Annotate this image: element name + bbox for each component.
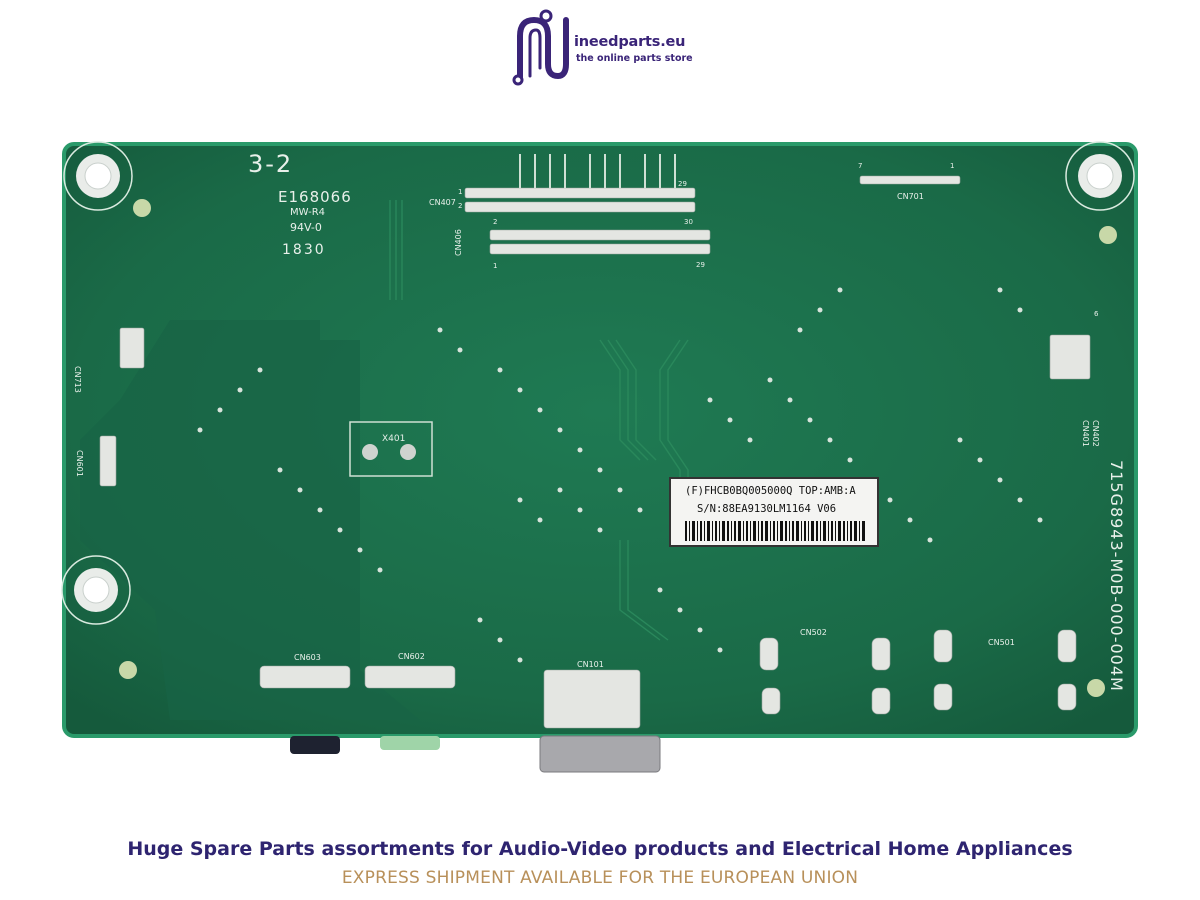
cn101-label: CN101 [577,660,604,669]
cert-code: E168066 [278,188,352,206]
cn406-pin-2: 2 [493,218,498,226]
x401-label: X401 [382,434,406,444]
cn601-label: CN601 [75,450,84,477]
material-code: MW-R4 [290,207,326,218]
sticker-line-2: S/N:88EA9130LM1164 V06 [697,503,837,515]
mounting-hole [61,555,131,625]
cn603-label: CN603 [294,653,321,662]
serial-sticker: (F)FHCB0BQ005000Q TOP:AMB:A S/N:88EA9130… [669,477,879,547]
pcb-board-image: 3-2 E168066 MW-R4 94V-0 1830 CN407 1 2 2… [60,140,1140,780]
flame-rating: 94V-0 [290,221,322,234]
pcb-board-graphic [61,141,1138,773]
cn701-pin-7: 7 [858,162,863,170]
cn407-pin-29: 29 [678,180,687,188]
barcode [685,521,865,541]
cn407-pin-1: 1 [458,188,463,196]
cn502-label: CN502 [800,628,827,637]
cn406-pin-29: 29 [696,261,705,269]
cn602-label: CN602 [398,652,425,661]
board-part-number: 715G8943-M0B-000-004M [1107,460,1126,692]
cn407-pin-2: 2 [458,202,463,210]
mounting-hole [1065,141,1135,211]
cn402-pin-6: 6 [1094,310,1099,318]
cn501-label: CN501 [988,638,1015,647]
cn701-pin-1: 1 [950,162,955,170]
cn701-label: CN701 [897,192,924,201]
date-code: 1830 [282,242,326,258]
cn401-label: CN401 [1081,420,1090,447]
cn406-pin-30: 30 [684,218,693,226]
circle-marks: 3-2 [248,150,294,178]
footer-subline: EXPRESS SHIPMENT AVAILABLE FOR THE EUROP… [341,868,859,888]
brand-tagline: the online parts store [576,53,693,64]
brand-logo-icon [512,9,569,86]
cn406-label: CN406 [454,229,463,256]
sticker-line-1: (F)FHCB0BQ005000Q TOP:AMB:A [685,485,856,497]
cn713-label: CN713 [73,366,82,393]
cn406-pin-1: 1 [493,262,498,270]
cn402-label: CN402 [1091,420,1100,447]
mounting-hole [63,141,133,211]
brand-name: ineedparts.eu [574,34,686,50]
footer-headline: Huge Spare Parts assortments for Audio-V… [127,838,1073,860]
cn407-label: CN407 [429,198,456,207]
brand-logo: ineedparts.eu the online parts store [510,6,720,86]
